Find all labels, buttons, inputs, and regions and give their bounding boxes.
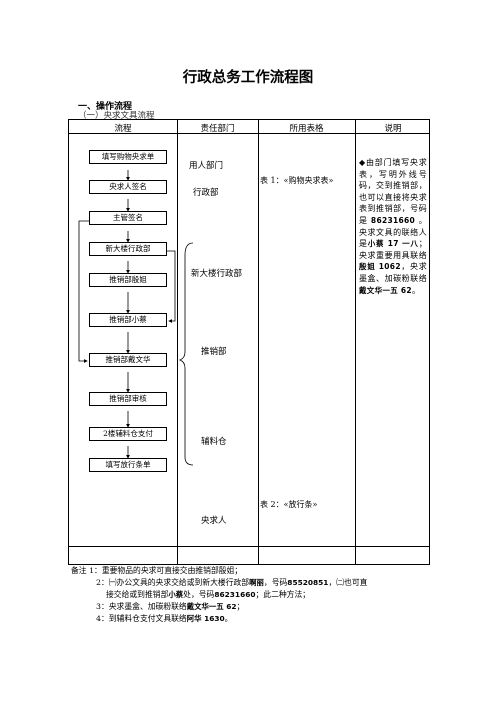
note-text: 4：到辅料仓支付文具联络	[96, 614, 187, 623]
column-divider	[355, 120, 356, 564]
note-text: ，㈡也可直	[328, 578, 368, 587]
department-user: 用人部门	[189, 161, 224, 171]
department-warehouse: 辅料仓	[201, 437, 227, 447]
department-requester: 央求人	[201, 516, 227, 526]
header-department: 责任部门	[200, 124, 235, 134]
flow-connectors	[78, 170, 194, 466]
header-forms: 所用表格	[289, 124, 324, 134]
explanation-part: 。	[411, 285, 421, 295]
flow-step-fill-request: 填写购物央求单	[89, 150, 167, 164]
flow-step-purchasing-review: 推销部审核	[89, 392, 167, 406]
note-2: 2：㈠办公文具的央求交给或到新大楼行政部啊丽，号码85520851，㈡也可直	[96, 577, 432, 589]
note-contact-hua: 阿华 1630	[186, 614, 225, 623]
explanation-phone: 86231660	[370, 215, 416, 225]
explanation-contact-yin: 殷姐 1062	[359, 262, 401, 272]
note-1: 备注 1：重要物品的央求可直接交由推销部殷姐；	[71, 566, 243, 575]
column-divider	[258, 120, 259, 564]
flow-step-admin-dept: 新大楼行政部	[89, 242, 167, 256]
department-admin: 行政部	[193, 188, 219, 198]
note-text: ，号码	[263, 578, 288, 587]
explanation-part: 。央求文具的联络人是	[359, 215, 427, 249]
header-explanation: 说明	[384, 124, 402, 134]
note-text: ；	[236, 602, 245, 611]
form-release-slip: 表 2：«放行条»	[260, 500, 318, 509]
note-contact-dai: 戴文华一五 62	[186, 602, 237, 611]
section-heading: 一、操作流程	[78, 102, 133, 112]
note-text: 2：㈠办公文具的央求交给或到新大楼行政部	[96, 578, 250, 587]
flow-step-warehouse-pay: 2楼辅料仓支付	[89, 427, 167, 441]
note-text: 接交给或到推销部	[106, 590, 169, 599]
header-divider	[69, 133, 429, 134]
note-2-continued: 接交给或到推销部小蔡处，号码86231660；此二种方法；	[106, 589, 310, 601]
flow-step-release-slip: 填写放行条单	[89, 458, 167, 472]
explanation-part: ，央求墨盒、加碳粉联络	[359, 262, 427, 283]
page-title: 行政总务工作流程图	[182, 70, 314, 86]
department-purchasing: 推销部	[201, 347, 227, 357]
explanation-text: ◆由部门填写央求表，写明外线号码，交到推销部，也可以直接将央求表到推销部，号码是…	[359, 157, 427, 296]
note-text: ；此二种方法；	[255, 590, 311, 599]
note-phone: 86231660	[214, 590, 256, 599]
explanation-contact-cai: 小蔡 17 一八	[367, 239, 419, 249]
explanation-part: ◆由部门填写央求表，写明外线号码，交到推销部，也可以直接将央求表到推销部，号码是	[359, 158, 427, 225]
form-purchase-request: 表 1：«购物央求表»	[260, 176, 334, 185]
flow-step-requester-sign: 央求人签名	[89, 180, 167, 194]
column-divider	[177, 120, 178, 564]
flow-step-purchasing-yin: 推销部殷姐	[89, 273, 167, 287]
subsection-heading: （一）央求文具流程	[78, 111, 155, 121]
flow-step-purchasing-dai: 推销部戴文华	[89, 353, 167, 367]
explanation-part: ；央求重要用具联络	[359, 239, 427, 260]
department-new-admin: 新大楼行政部	[191, 269, 243, 279]
note-contact-cai: 小蔡	[168, 590, 184, 599]
flow-step-purchasing-cai: 推销部小蔡	[89, 313, 167, 327]
table-footer-divider	[69, 546, 429, 547]
explanation-contact-dai: 戴文华一五 62	[359, 285, 412, 295]
note-text: 处，号码	[183, 590, 215, 599]
note-3: 3：央求墨盒、加碳粉联络戴文华一五 62；	[96, 601, 244, 613]
workflow-table: 流程 责任部门 所用表格 说明 填写购物央求单 央求人签名	[68, 119, 430, 565]
note-text: 3：央求墨盒、加碳粉联络	[96, 602, 187, 611]
note-4: 4：到辅料仓支付文具联络阿华 1630。	[96, 613, 232, 625]
note-text: 。	[224, 614, 233, 623]
flow-step-manager-sign: 主管签名	[89, 211, 167, 225]
header-flow: 流程	[114, 124, 132, 134]
note-contact-ali: 啊丽	[249, 578, 264, 587]
note-phone: 85520851	[287, 578, 329, 587]
